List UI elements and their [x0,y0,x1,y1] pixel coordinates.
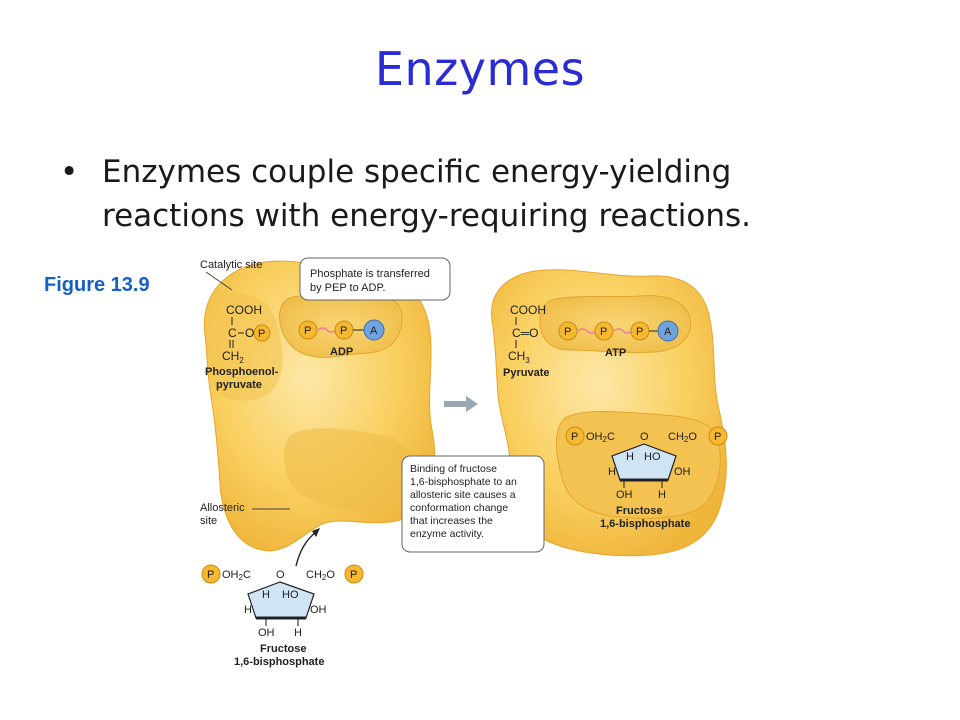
phosphate-icon [565,426,585,446]
fructose-oh-bottom: OH [616,489,633,501]
phosphate-symbol: P [564,326,571,338]
binding-callout-line2: 1,6-bisphosphate to an [410,476,517,488]
adenosine-symbol: A [370,325,378,337]
transition-arrow [444,396,478,412]
fructose-ch2o: CH2O [306,569,335,582]
figure-label: Figure 13.9 [44,274,150,296]
catalytic-site-label: Catalytic site [200,259,262,271]
allosteric-site-label-line2: site [200,515,217,527]
atp-label: ATP [605,347,626,359]
left-pep-pocket [206,293,283,401]
allosteric-site-label-line1: Allosteric [200,502,245,514]
pep-name-line1: Phosphoenol- [205,366,279,378]
phosphate-icon [708,426,728,446]
pep-molecule: COOH C O P CH2 Phosphoenol- pyruvate [205,303,279,391]
fructose-ring-o: O [640,431,649,443]
fructose-name-line1: Fructose [616,505,662,517]
pep-c: C [228,326,237,340]
phosphate-symbol: P [571,431,578,443]
phosphate-callout: Phosphate is transferred by PEP to ADP. [299,257,451,301]
binding-callout-line3: allosteric site causes a [410,489,516,501]
bullet-text: Enzymes couple specific energy-yielding … [102,154,752,234]
adenosine-icon [657,320,679,342]
phosphate-icon [253,324,271,342]
fructose-ring [247,581,315,619]
pyruvate-name: Pyruvate [503,367,549,379]
fructose-name-line2: 1,6-bisphosphate [234,656,324,668]
fructose-name-line1: Fructose [260,643,306,655]
binding-arrow [295,531,317,567]
binding-callout-line5: that increases the [410,515,493,527]
fructose-bound: P OH2C O CH2O P H HO H OH OH H Fructose … [565,426,728,530]
fructose-oh-bottom: OH [258,627,275,639]
fructose-ho: HO [282,589,299,601]
phosphate-symbol: P [350,569,357,581]
adenosine-symbol: A [664,326,672,338]
fructose-h-inner: H [626,451,634,463]
fructose-h-bottom: H [658,489,666,501]
bullet-point: • Enzymes couple specific energy-yieldin… [60,150,880,238]
phosphate-icon [344,564,364,584]
phosphate-symbol: P [304,325,311,337]
phosphate-callout-line1: Phosphate is transferred [310,268,430,280]
high-energy-bond [613,328,633,334]
binding-callout-line6: enzyme activity. [410,528,484,540]
pep-o: O [245,326,254,340]
fructose-name-line2: 1,6-bisphosphate [600,518,690,530]
pep-cooh: COOH [226,303,262,317]
phosphate-symbol: P [207,569,214,581]
fructose-oh2c: OH2C [586,431,615,444]
phosphate-icon [594,321,614,341]
phosphate-callout-line2: by PEP to ADP. [310,282,385,294]
binding-callout: Binding of fructose 1,6-bisphosphate to … [401,455,545,553]
pyruvate-co: C═O [512,326,539,340]
adp-molecule: P P A ADP [298,319,385,358]
phosphate-symbol: P [714,431,721,443]
adp-label: ADP [330,346,353,358]
slide-title: Enzymes [374,42,586,96]
binding-callout-line4: conformation change [410,502,508,514]
right-catalytic-pocket [539,295,692,354]
pyruvate-ch3: CH3 [508,349,530,365]
left-allosteric-pocket [283,428,416,512]
pyruvate-cooh: COOH [510,303,546,317]
fructose-h-outer: H [244,604,252,616]
phosphate-symbol: P [636,326,643,338]
phosphate-symbol: P [340,325,347,337]
pep-name-line2: pyruvate [216,379,262,391]
fructose-oh2c: OH2C [222,569,251,582]
fructose-h-bottom: H [294,627,302,639]
bullet-marker: • [60,154,79,190]
phosphate-symbol: P [258,328,265,340]
pyruvate-molecule: COOH C═O CH3 Pyruvate [503,303,549,379]
high-energy-bond [577,328,597,334]
phosphate-icon [558,321,578,341]
fructose-ch2o: CH2O [668,431,697,444]
adenosine-icon [363,319,385,341]
catalytic-site-leader [205,271,233,291]
fructose-free: P OH2C O CH2O P H HO H OH OH H Fructose … [201,564,364,668]
pep-ch2: CH2 [222,349,244,365]
phosphate-icon [298,320,318,340]
high-energy-bond [317,327,337,333]
binding-callout-line1: Binding of fructose [410,463,497,475]
fructose-h-inner: H [262,589,270,601]
fructose-h-outer: H [608,466,616,478]
fructose-oh-outer: OH [674,466,691,478]
phosphate-icon [201,564,221,584]
atp-molecule: P P P A ATP [558,320,679,359]
fructose-ring-o: O [276,569,285,581]
fructose-ho: HO [644,451,661,463]
fructose-oh-outer: OH [310,604,327,616]
phosphate-symbol: P [600,326,607,338]
